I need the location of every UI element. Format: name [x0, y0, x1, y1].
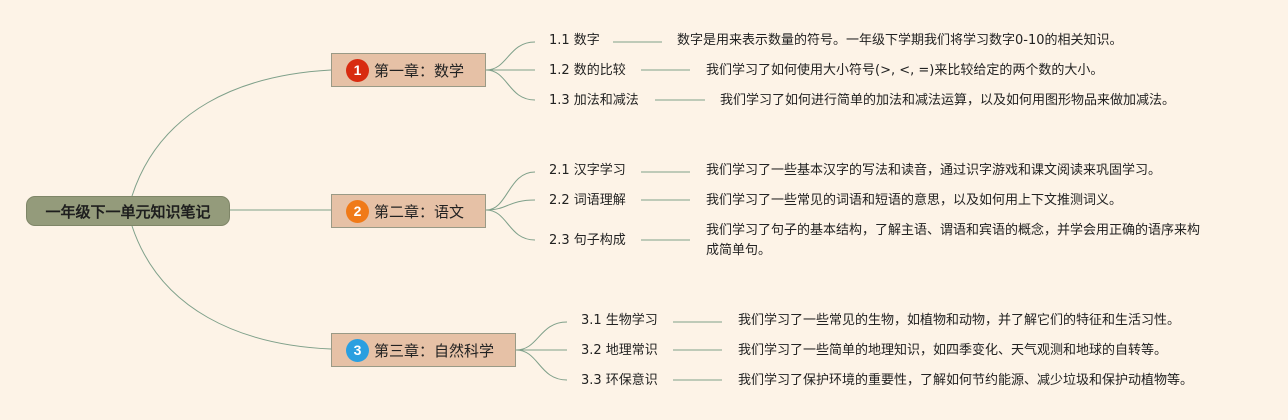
topic-description: 我们学习了一些常见的词语和短语的意思，以及如何用上下文推测词义。	[706, 193, 1123, 208]
chapter-title: 第一章：数学	[374, 61, 465, 80]
topic-description: 我们学习了句子的基本结构，了解主语、谓语和宾语的概念，并学会用正确的语序来构成简…	[706, 223, 1201, 258]
topic-label[interactable]: 3.1 生物学习	[581, 313, 658, 328]
chapter-title: 第二章：语文	[374, 202, 465, 221]
topic-description: 我们学习了保护环境的重要性，了解如何节约能源、减少垃圾和保护动植物等。	[738, 373, 1194, 388]
edge-chapter-2-to-topic-1	[485, 171, 536, 211]
chapter-title: 第三章：自然科学	[374, 341, 495, 360]
edge-root-to-chapter-1	[131, 69, 332, 197]
topic-label[interactable]: 3.2 地理常识	[581, 343, 658, 358]
topic-label[interactable]: 1.3 加法和减法	[549, 93, 639, 108]
topic-description: 我们学习了如何使用大小符号(>, <, =)来比较给定的两个数的大小。	[706, 63, 1104, 78]
edge-chapter-1-to-topic-3	[485, 69, 536, 101]
chapter-number-badge: 1	[346, 58, 369, 82]
topic-label[interactable]: 2.3 句子构成	[549, 233, 626, 248]
root-title: 一年级下一单元知识笔记	[45, 202, 211, 221]
topic-description: 我们学习了一些基本汉字的写法和读音，通过识字游戏和课文阅读来巩固学习。	[706, 163, 1162, 178]
edge-chapter-2-to-topic-3	[485, 209, 536, 241]
topic-description: 我们学习了如何进行简单的加法和减法运算，以及如何用图形物品来做加减法。	[720, 93, 1176, 108]
edge-root-to-chapter-3	[131, 225, 332, 350]
root-node[interactable]: 一年级下一单元知识笔记	[26, 196, 230, 226]
topic-description: 我们学习了一些简单的地理知识，如四季变化、天气观测和地球的自转等。	[738, 343, 1168, 358]
topic-label[interactable]: 2.2 词语理解	[549, 193, 626, 208]
topic-label[interactable]: 1.1 数字	[549, 33, 600, 48]
chapter-number-badge: 2	[346, 199, 369, 223]
topic-label[interactable]: 1.2 数的比较	[549, 63, 626, 78]
topic-label[interactable]: 2.1 汉字学习	[549, 163, 626, 178]
topic-label[interactable]: 3.3 环保意识	[581, 373, 658, 388]
chapter-node-science[interactable]: 3 第三章：自然科学	[331, 333, 516, 367]
chapter-node-chinese[interactable]: 2 第二章：语文	[331, 194, 486, 228]
topic-description: 我们学习了一些常见的生物，如植物和动物，并了解它们的特征和生活习性。	[738, 313, 1181, 328]
edge-chapter-1-to-topic-1	[485, 41, 536, 71]
topic-description: 数字是用来表示数量的符号。一年级下学期我们将学习数字0-10的相关知识。	[677, 33, 1123, 48]
edge-chapter-3-to-topic-1	[515, 321, 568, 351]
edge-chapter-3-to-topic-3	[515, 349, 568, 381]
chapter-number-badge: 3	[346, 338, 369, 362]
chapter-node-math[interactable]: 1 第一章：数学	[331, 53, 486, 87]
edge-chapter-2-to-topic-2	[485, 199, 536, 211]
